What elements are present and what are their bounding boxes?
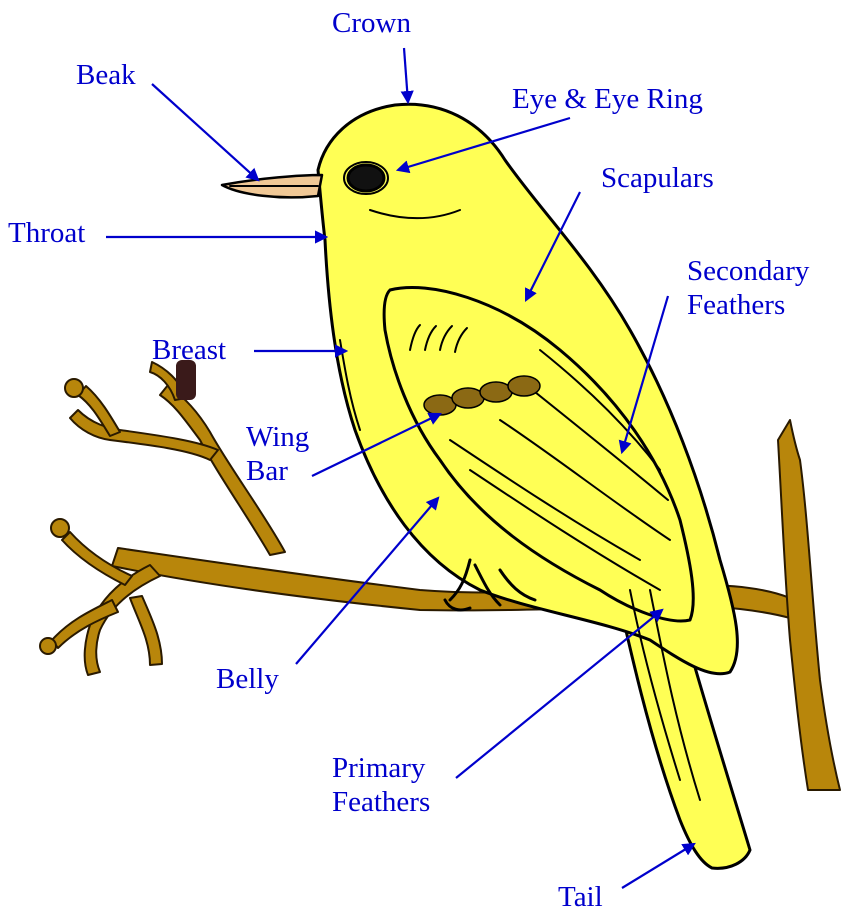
label-tail-text: Tail bbox=[558, 880, 603, 914]
label-secondary-line-2: Feathers bbox=[687, 288, 809, 322]
label-primary-feathers: Primary Feathers bbox=[332, 751, 430, 819]
label-throat-text: Throat bbox=[8, 216, 85, 250]
bird-eye bbox=[348, 165, 384, 191]
leader-crown bbox=[404, 48, 408, 102]
label-primary-line-2: Feathers bbox=[332, 785, 430, 819]
label-wing-bar-line-2: Bar bbox=[246, 454, 309, 488]
label-wing-bar: Wing Bar bbox=[246, 420, 309, 488]
label-eye-ring: Eye & Eye Ring bbox=[512, 82, 703, 116]
label-primary-line-1: Primary bbox=[332, 751, 430, 785]
label-crown: Crown bbox=[332, 6, 411, 40]
label-wing-bar-line-1: Wing bbox=[246, 420, 309, 454]
label-eye-ring-text: Eye & Eye Ring bbox=[512, 82, 703, 116]
label-scapulars: Scapulars bbox=[601, 161, 714, 195]
bud-tip bbox=[51, 519, 69, 537]
label-secondary-feathers: Secondary Feathers bbox=[687, 254, 809, 322]
leader-primary bbox=[456, 610, 662, 778]
bud-tip bbox=[65, 379, 83, 397]
leader-tail bbox=[622, 844, 694, 888]
label-breast: Breast bbox=[152, 333, 226, 367]
label-scapulars-text: Scapulars bbox=[601, 161, 714, 195]
label-crown-text: Crown bbox=[332, 6, 411, 40]
label-secondary-line-1: Secondary bbox=[687, 254, 809, 288]
label-breast-text: Breast bbox=[152, 333, 226, 367]
label-belly-text: Belly bbox=[216, 662, 279, 696]
label-beak: Beak bbox=[76, 58, 136, 92]
trunk bbox=[778, 420, 840, 790]
label-tail: Tail bbox=[558, 880, 603, 914]
bud-tip bbox=[40, 638, 56, 654]
label-throat: Throat bbox=[8, 216, 85, 250]
label-beak-text: Beak bbox=[76, 58, 136, 92]
branch-twig-lower-4 bbox=[130, 596, 162, 665]
leader-beak bbox=[152, 84, 258, 180]
label-belly: Belly bbox=[216, 662, 279, 696]
